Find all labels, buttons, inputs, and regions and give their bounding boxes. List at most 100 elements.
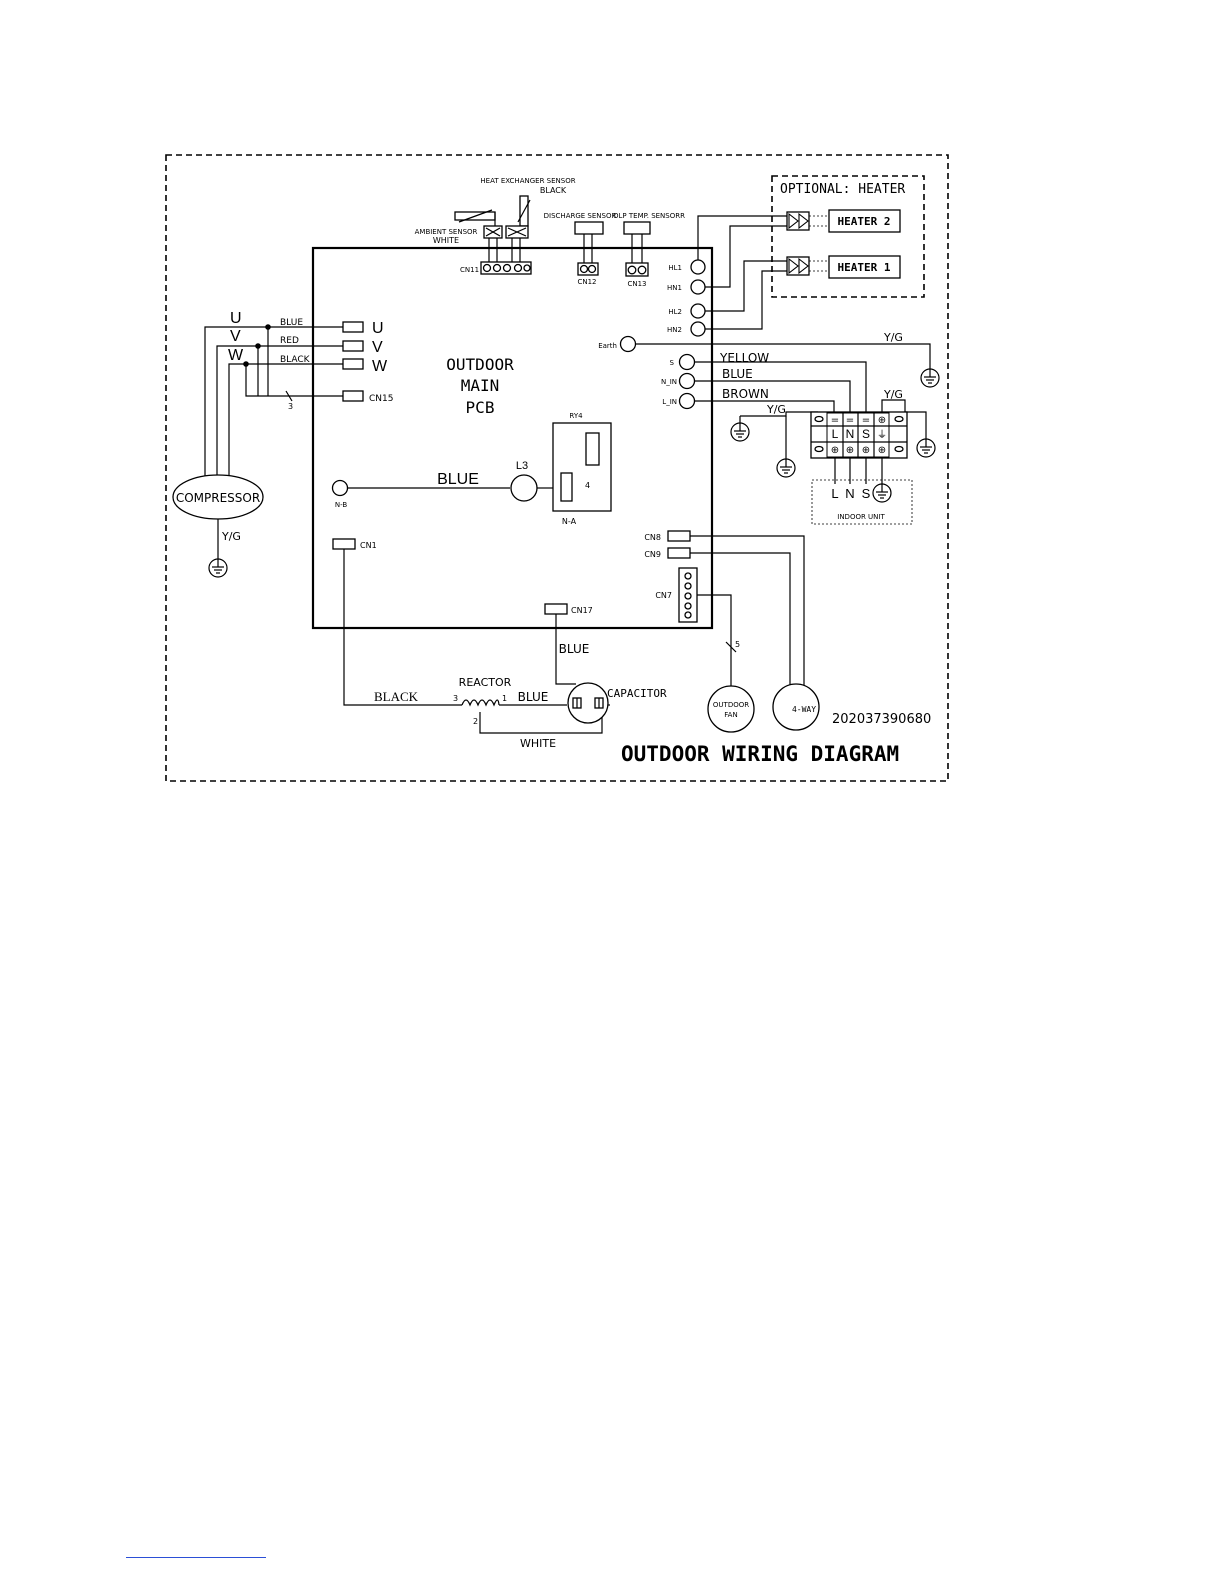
heat-exchanger-sensor-color: BLACK <box>540 186 567 195</box>
olp-sensor-label: OLP TEMP. SENSORR <box>613 212 685 220</box>
optional-heater-frame <box>771 175 925 298</box>
ground-icon-2 <box>776 458 796 478</box>
hn1-label: HN1 <box>667 284 682 292</box>
cn7-connector <box>678 567 698 623</box>
ambient-sensor <box>454 209 503 239</box>
u-wire-label: U <box>230 310 242 327</box>
terminal-block: = = = ⊕ ⊕ ⊕ ⊕ ⊕ ⏚ <box>810 411 908 459</box>
l-in-label: L_IN <box>662 398 677 406</box>
heat-exchanger-sensor <box>505 195 531 239</box>
svg-text:=: = <box>846 415 854 426</box>
l3-inductor <box>510 474 538 502</box>
heater-1: HEATER 1 <box>786 255 901 279</box>
terminal-ground-wire-label: Y/G <box>766 403 786 416</box>
reactor-pin1-label: 1 <box>502 694 507 703</box>
w-wire-label: W <box>228 347 244 364</box>
uvw-connectors <box>342 321 364 402</box>
terminal-n-label: N <box>846 427 855 441</box>
white-wire-label: WHITE <box>520 737 556 750</box>
indoor-n-label: N <box>845 486 854 501</box>
pcb-label-line2: MAIN <box>461 376 500 395</box>
reactor-wiring <box>343 549 610 734</box>
pcb-label-line3: PCB <box>466 398 495 417</box>
indoor-l-label: L <box>831 486 838 501</box>
cn17-connector <box>544 603 568 615</box>
cn17-label: CN17 <box>571 606 593 615</box>
capacitor-label: CAPACITOR <box>607 687 667 700</box>
power-terminals <box>678 353 696 410</box>
brown-wire-label: BROWN <box>722 387 769 401</box>
pcb-label-line1: OUTDOOR <box>446 355 514 374</box>
cn9-connector <box>667 547 691 559</box>
v-wire-label: V <box>230 328 241 345</box>
cn15-label: CN15 <box>369 394 393 404</box>
svg-text:⊕: ⊕ <box>878 445 886 456</box>
n-b-wire-label: BLUE <box>437 471 479 488</box>
indoor-s-label: S <box>862 486 871 501</box>
part-number: 202037390680 <box>832 712 931 727</box>
compressor-ground-label: Y/G <box>221 530 241 543</box>
compressor-ground-icon <box>208 558 228 578</box>
discharge-sensor <box>574 221 604 235</box>
cn11-label: CN11 <box>460 266 479 274</box>
outdoor-fan-label-line1: OUTDOOR <box>713 701 749 709</box>
terminal-s-label: S <box>862 427 870 441</box>
indoor-ground-icon <box>872 483 892 503</box>
cn1-connector <box>332 538 356 550</box>
svg-text:⊕: ⊕ <box>846 445 854 456</box>
cn11-connector <box>480 238 532 275</box>
hn2-label: HN2 <box>667 326 682 334</box>
olp-sensor <box>623 221 651 235</box>
ground-icon-1 <box>730 422 750 442</box>
heater-wiring <box>697 215 787 330</box>
earth-wire-label: Y/G <box>883 331 903 344</box>
u-junction <box>265 324 271 330</box>
optional-heater-title: OPTIONAL: HEATER <box>780 182 905 197</box>
red-wire-label: RED <box>280 336 299 346</box>
l3-label: L3 <box>516 460 528 472</box>
power-wiring <box>695 361 927 460</box>
hl2-label: HL2 <box>668 308 682 316</box>
indoor-unit-label: INDOOR UNIT <box>837 513 885 521</box>
heater-2-label: HEATER 2 <box>838 215 891 228</box>
compressor-wiring <box>204 326 343 480</box>
cn13-connector <box>625 262 649 277</box>
earth-label: Earth <box>598 342 617 350</box>
outdoor-main-pcb <box>311 246 714 630</box>
earth-terminal <box>619 335 637 353</box>
black-reactor-wire-label: BLACK <box>374 689 419 704</box>
u-terminal-label: U <box>372 320 384 337</box>
reactor-label: REACTOR <box>459 676 512 689</box>
hl1-label: HL1 <box>668 264 682 272</box>
four-way-label: 4-WAY <box>792 705 816 714</box>
outdoor-fan-label-line2: FAN <box>724 711 737 719</box>
indoor-wiring <box>834 458 883 486</box>
cn13-label: CN13 <box>627 280 646 288</box>
cn9-label: CN9 <box>644 550 661 559</box>
cn12-label: CN12 <box>577 278 596 286</box>
earth-ground-icon <box>920 368 940 388</box>
w-terminal-label: W <box>372 358 388 375</box>
svg-text:⊕: ⊕ <box>862 445 870 456</box>
motor-wiring <box>690 535 805 686</box>
reactor-pin3-label: 3 <box>453 694 458 703</box>
cn7-wire-count: 5 <box>735 640 740 649</box>
heat-exchanger-sensor-label: HEAT EXCHANGER SENSOR <box>480 177 575 185</box>
cn7-label: CN7 <box>655 591 672 600</box>
ambient-sensor-color: WHITE <box>433 236 459 245</box>
outer-dashed-frame <box>165 154 949 782</box>
cn15-wire-count: 3 <box>288 402 293 411</box>
black-wire-label: BLACK <box>280 355 311 365</box>
cn8-label: CN8 <box>644 533 661 542</box>
indoor-unit-frame <box>811 479 913 525</box>
svg-text:=: = <box>831 415 839 426</box>
reactor-pin2-label: 2 <box>473 717 478 726</box>
blue-wire-label: BLUE <box>280 318 303 328</box>
capacitor <box>567 682 609 724</box>
outdoor-fan <box>707 685 755 733</box>
cn17-wire-label: BLUE <box>559 642 590 656</box>
svg-text:⊕: ⊕ <box>831 445 839 456</box>
svg-text:⏚: ⏚ <box>877 429 887 441</box>
four-way-valve <box>772 683 820 731</box>
